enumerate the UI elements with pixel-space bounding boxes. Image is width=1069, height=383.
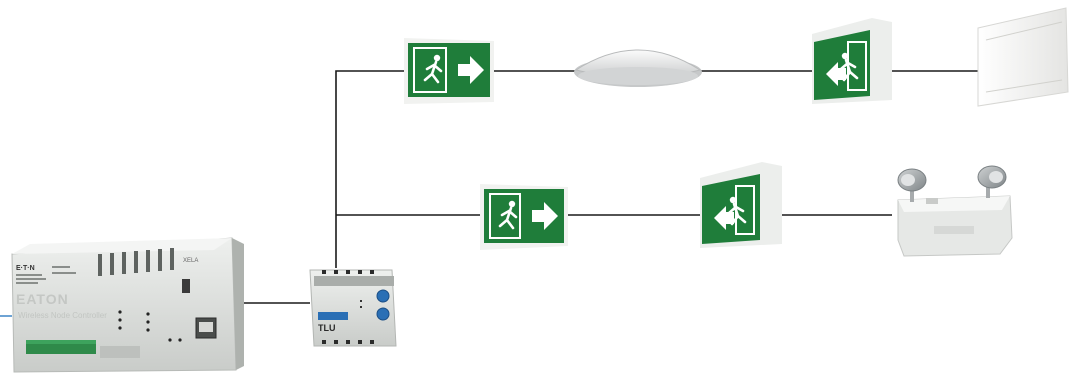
exit-sign-right-arrow-top [404,38,494,104]
tlu-dial-bottom [376,307,390,321]
usb-port [182,279,190,293]
linear-luminaire [977,7,1069,107]
tlu-label: TLU [318,323,336,333]
controller-product-name: Wireless Node Controller [18,311,107,320]
exit-sign-left-arrow-lower [700,162,782,248]
tlu-module: TLU [309,269,397,347]
controller-status-leds [118,310,182,342]
controller-brand: EATON [16,291,69,307]
twin-head-emergency-light [897,165,1013,257]
exit-sign-left-arrow-top [812,18,892,104]
exit-sign-right-arrow-lower [480,184,568,250]
wiring [0,70,978,317]
round-ceiling-light [574,49,702,87]
tlu-dial-top [376,289,390,303]
wireless-node-controller: E·T·N EATON Wireless Node Controller XEL… [11,237,244,373]
controller-logo: E·T·N [16,265,35,272]
controller-badge: XELA [183,258,198,264]
wire-riser [335,70,406,268]
